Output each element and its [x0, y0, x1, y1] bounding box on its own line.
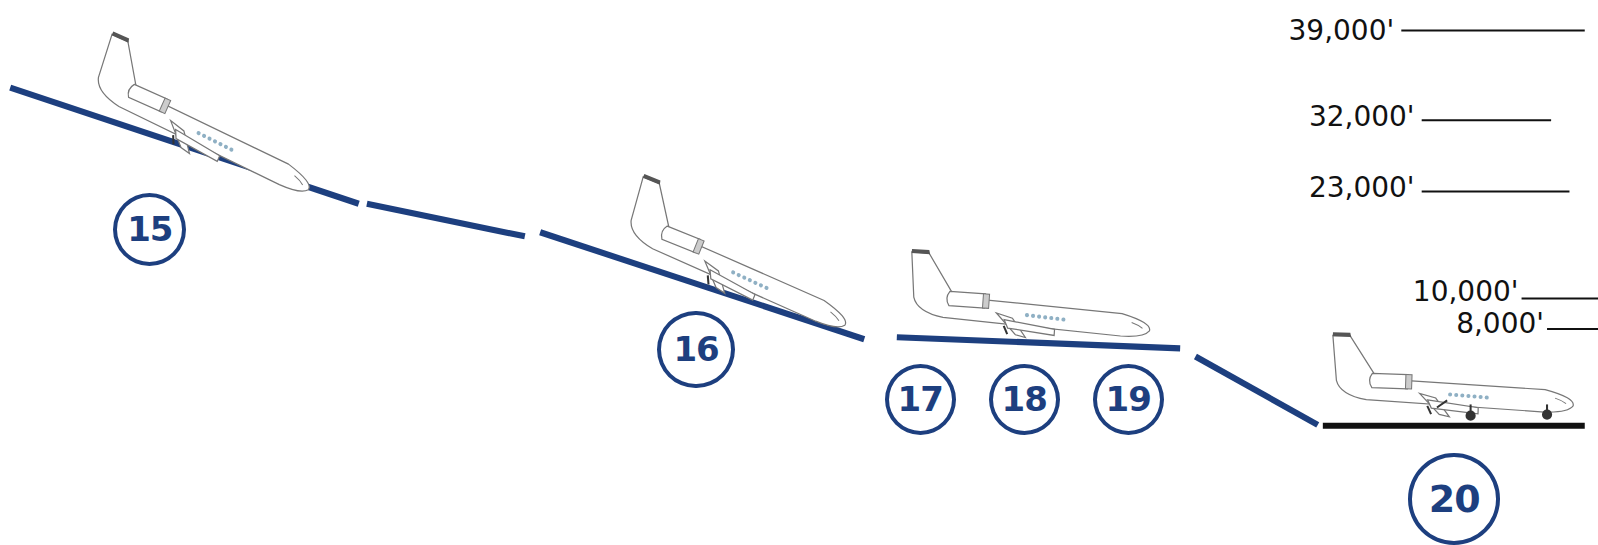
altitude-label: 23,000'	[1309, 174, 1415, 202]
altitude-label: 32,000'	[1309, 103, 1415, 131]
step-circle: 15	[113, 193, 186, 266]
altitude-label: 8,000'	[1456, 310, 1544, 338]
step-number: 15	[127, 212, 172, 246]
airplane	[906, 249, 1154, 346]
altitude-label: 39,000'	[1289, 17, 1395, 45]
step-circle: 16	[657, 311, 734, 388]
step-circle: 19	[1093, 364, 1164, 435]
runway	[1323, 423, 1585, 429]
step-number: 18	[1002, 382, 1047, 416]
airplane	[614, 174, 869, 339]
step-number: 19	[1106, 382, 1151, 416]
step-number: 17	[898, 382, 943, 416]
step-number: 20	[1429, 480, 1480, 518]
altitude-label: 10,000'	[1413, 278, 1519, 306]
step-number: 16	[673, 332, 718, 366]
step-circle: 17	[885, 364, 956, 435]
altitude-ticks	[1401, 31, 1598, 329]
step-circle: 20	[1408, 453, 1500, 545]
landed-airplane	[1330, 332, 1575, 421]
airplane	[81, 32, 335, 204]
step-circle: 18	[989, 364, 1060, 435]
